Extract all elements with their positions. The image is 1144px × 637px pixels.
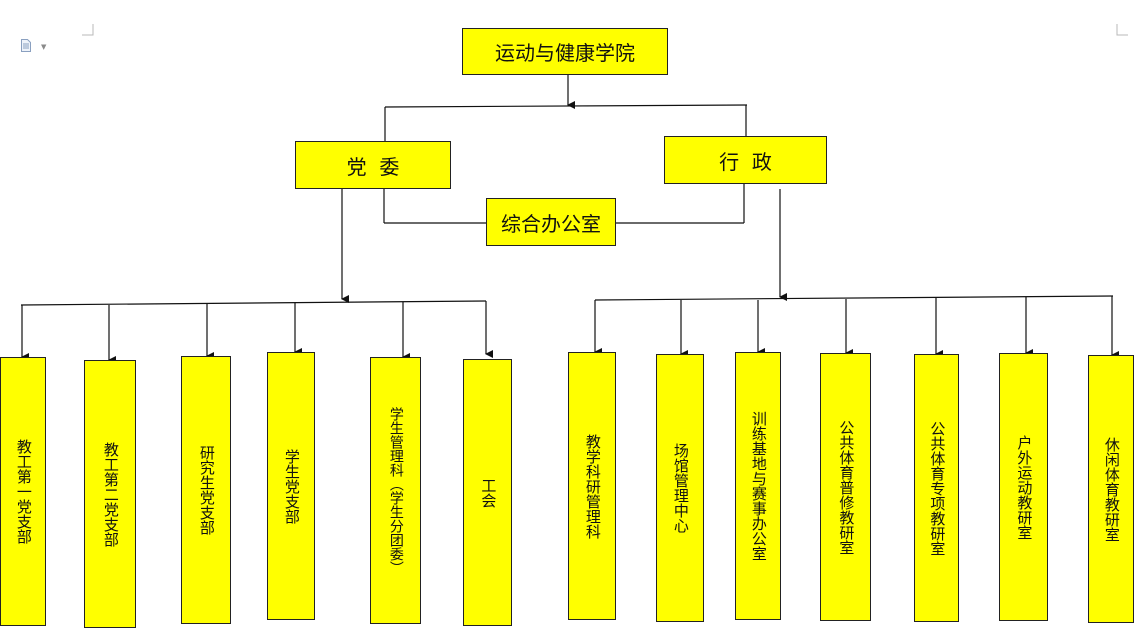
party-unit-box-5[interactable]: 学生管理科（学生分团委）: [370, 357, 421, 624]
admin-unit-label: 户外运动教研室: [1015, 434, 1034, 540]
general-office-box[interactable]: 综合办公室: [486, 198, 616, 246]
admin-unit-label: 训练基地与赛事办公室: [749, 411, 768, 561]
general-office-label: 综合办公室: [501, 211, 601, 236]
party-unit-box-4[interactable]: 学生党支部: [267, 352, 315, 620]
party-unit-label: 工会: [479, 477, 498, 508]
party-unit-box-6[interactable]: 工会: [463, 359, 512, 626]
party-committee-label: 党 委: [346, 154, 400, 179]
chevron-down-icon[interactable]: ▼: [41, 43, 47, 51]
party-unit-label: 学生党支部: [282, 448, 301, 524]
party-committee-box[interactable]: 党 委: [295, 141, 451, 189]
admin-unit-box-4[interactable]: 公共体育普修教研室: [820, 353, 871, 621]
admin-unit-box-2[interactable]: 场馆管理中心: [656, 354, 704, 622]
admin-unit-box-6[interactable]: 户外运动教研室: [999, 353, 1048, 621]
page-corner-mark-right: [1116, 24, 1128, 36]
top-bus-line: [384, 104, 748, 108]
party-units-bus-line: [20, 300, 487, 306]
party-unit-label: 教工第二党支部: [101, 441, 120, 547]
root-node-label: 运动与健康学院: [495, 41, 635, 65]
admin-unit-box-1[interactable]: 教学科研管理科: [568, 352, 616, 620]
party-unit-box-2[interactable]: 教工第二党支部: [84, 360, 136, 628]
admin-unit-label: 休闲体育教研室: [1102, 436, 1121, 542]
party-unit-box-1[interactable]: 教工第一党支部: [0, 357, 46, 626]
admin-unit-label: 公共体育专项教研室: [928, 420, 947, 556]
administration-box[interactable]: 行 政: [664, 136, 827, 184]
admin-unit-label: 公共体育普修教研室: [837, 419, 856, 555]
admin-unit-box-5[interactable]: 公共体育专项教研室: [914, 354, 959, 622]
root-node-box[interactable]: 运动与健康学院: [462, 28, 668, 75]
admin-unit-label: 场馆管理中心: [671, 443, 690, 533]
party-unit-label: 研究生党支部: [197, 445, 216, 535]
party-unit-label: 教工第一党支部: [14, 439, 33, 544]
admin-unit-box-7[interactable]: 休闲体育教研室: [1088, 355, 1134, 623]
admin-unit-label: 教学科研管理科: [583, 433, 602, 539]
admin-unit-box-3[interactable]: 训练基地与赛事办公室: [735, 352, 781, 620]
administration-label: 行 政: [719, 149, 772, 174]
party-unit-box-3[interactable]: 研究生党支部: [181, 356, 231, 624]
party-unit-label: 学生管理科（学生分团委）: [387, 406, 404, 575]
page-corner-mark-left: [82, 24, 94, 36]
document-icon[interactable]: [21, 39, 31, 52]
admin-units-bus-line: [594, 295, 1114, 301]
